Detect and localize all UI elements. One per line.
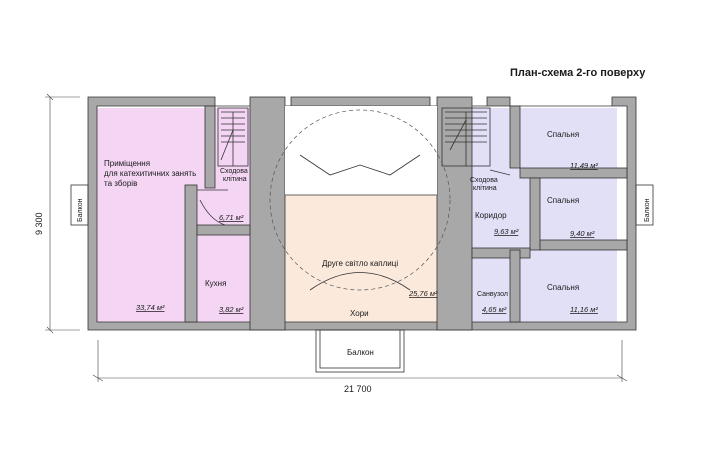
- left-stair: [217, 107, 249, 167]
- stair-right-label-2: клітина: [473, 184, 497, 192]
- height-dimension: 9 300: [34, 212, 44, 235]
- right-stair: [441, 107, 491, 167]
- chapel-area: 25,76 м²: [408, 289, 438, 298]
- corridor-area: 9,63 м²: [494, 227, 519, 236]
- kitchen-area: 3,82 м²: [219, 305, 244, 314]
- stair-left-label-1: Сходова: [220, 168, 248, 175]
- kitchen-label: Кухня: [205, 279, 226, 288]
- bedroom-mid-label: Спальня: [547, 196, 579, 205]
- bedroom-bottom-label: Спальня: [547, 283, 579, 292]
- bathroom-label: Санвузол: [477, 291, 508, 298]
- bathroom-area: 4,65 м²: [482, 305, 507, 314]
- stair-left-area: 6,71 м²: [219, 213, 244, 222]
- bedroom-bottom-area: 11,16 м²: [570, 305, 598, 314]
- side-balconies: [70, 184, 654, 226]
- plan-title: План-схема 2-го поверху: [510, 67, 646, 79]
- bottom-balcony: [315, 329, 405, 373]
- stair-left-label-2: клітина: [223, 175, 247, 183]
- width-dimension: 21 700: [344, 384, 372, 394]
- balcony-bottom-label: Балкон: [347, 348, 374, 357]
- stair-right-label-1: Сходова: [470, 177, 498, 184]
- dimension-lines: [45, 93, 628, 382]
- catechism-room-fill: [97, 108, 251, 322]
- catechism-area: 33,74 м²: [136, 303, 165, 312]
- chapel-upper: [285, 106, 437, 195]
- chapel-dome: [269, 109, 451, 291]
- right-interior-walls: [471, 105, 628, 323]
- balcony-left-label: Балкон: [77, 198, 84, 222]
- bedroom-top-label: Спальня: [547, 130, 579, 139]
- left-interior-walls: [184, 105, 251, 323]
- bedroom-top-area: 11,49 м²: [570, 161, 598, 170]
- balcony-right-label: Балкон: [644, 198, 651, 222]
- bedroom-mid-area: 9,40 м²: [570, 229, 595, 238]
- chapel-label: Друге світло каплиці: [322, 259, 398, 268]
- corridor-label: Коридор: [475, 211, 507, 220]
- choir-label: Хори: [350, 309, 369, 318]
- catechism-label-2: для катехитичних занять: [104, 169, 196, 178]
- catechism-label-1: Приміщення: [104, 159, 150, 168]
- catechism-label-3: та зборів: [104, 179, 137, 188]
